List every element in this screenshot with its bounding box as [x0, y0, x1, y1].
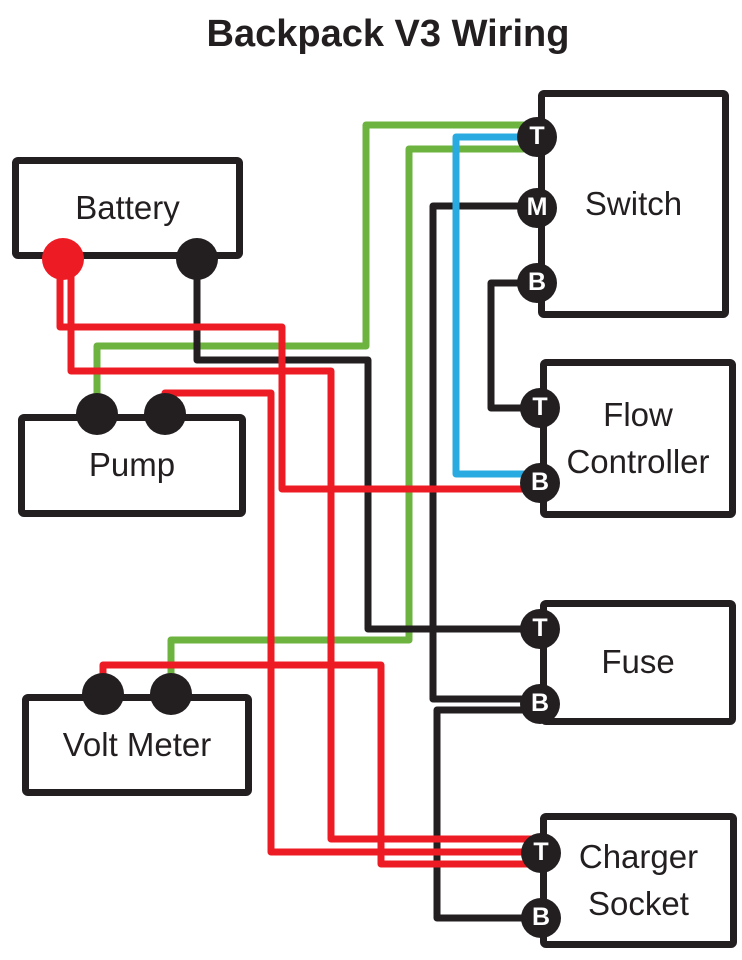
wire-switch-b-to-flow-controller-t [487, 279, 540, 412]
box-flow-controller: Flow Controller [540, 359, 736, 518]
box-label-flow-controller: Flow Controller [566, 395, 710, 480]
terminal-label-fuse-t: T [532, 613, 548, 642]
terminal-label-flow-controller-b: B [530, 467, 550, 496]
wire-fuse-b-to-charger-socket-b [433, 706, 541, 922]
box-label-fuse: Fuse [601, 643, 675, 681]
wire-switch-t-to-flow-controller-b [452, 133, 540, 478]
terminal-volt-meter-right [150, 673, 192, 715]
terminal-switch-b: B [517, 263, 557, 303]
terminal-charger-socket-t: T [521, 833, 561, 873]
terminal-label-flow-controller-t: T [532, 392, 548, 421]
box-label-charger-socket: Charger Socket [578, 837, 699, 922]
terminal-switch-t: T [517, 117, 557, 157]
terminal-label-switch-b: B [527, 267, 547, 296]
box-switch: Switch [538, 90, 729, 318]
terminal-fuse-b: B [520, 684, 560, 724]
box-volt-meter: Volt Meter [22, 694, 252, 796]
terminal-label-fuse-b: B [530, 688, 550, 717]
box-charger-socket: Charger Socket [540, 813, 737, 948]
terminal-switch-m: M [517, 188, 557, 228]
wire-volt-meter-right-to-switch-t [167, 145, 537, 694]
diagram-title: Backpack V3 Wiring [206, 13, 570, 55]
wire-battery-positive-to-flow-controller-b [56, 259, 540, 493]
box-pump: Pump [18, 414, 246, 517]
terminal-battery-negative [176, 238, 218, 280]
box-fuse: Fuse [540, 600, 736, 725]
terminal-battery-positive [42, 238, 84, 280]
terminal-fuse-t: T [520, 609, 560, 649]
wire-battery-positive-to-charger-socket-t [67, 259, 541, 843]
box-label-switch: Switch [584, 184, 683, 222]
terminal-label-charger-socket-b: B [531, 902, 551, 931]
terminal-label-charger-socket-t: T [533, 837, 549, 866]
box-label-battery: Battery [75, 188, 180, 226]
terminal-charger-socket-b: B [521, 898, 561, 938]
terminal-pump-left [76, 393, 118, 435]
wire-switch-m-to-fuse-b [429, 202, 540, 703]
terminal-flow-controller-t: T [520, 388, 560, 428]
box-label-volt-meter: Volt Meter [62, 725, 212, 763]
terminal-label-switch-t: T [529, 121, 545, 150]
terminal-volt-meter-left [82, 673, 124, 715]
box-label-pump: Pump [88, 446, 176, 484]
terminal-flow-controller-b: B [520, 463, 560, 503]
terminal-label-switch-m: M [526, 192, 548, 221]
terminal-pump-right [144, 393, 186, 435]
